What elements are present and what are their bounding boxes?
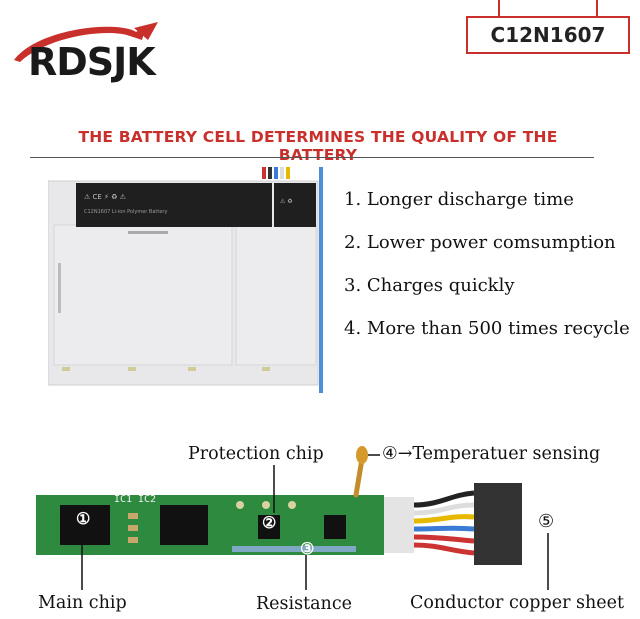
banner-heading: THE BATTERY CELL DETERMINES THE QUALITY … <box>78 128 558 164</box>
label-resistance: Resistance <box>256 594 352 614</box>
marker-main-chip: ① <box>76 509 91 528</box>
label-conductor-copper-sheet: Conductor copper sheet <box>410 593 624 613</box>
svg-text:⚠ CE ⚡ ♻ ⚠: ⚠ CE ⚡ ♻ ⚠ <box>84 193 127 201</box>
feature-list: 1. Longer discharge time 2. Lower power … <box>344 184 640 356</box>
banner-divider <box>30 157 594 158</box>
feature-item: 4. More than 500 times recycle <box>344 318 630 339</box>
label-temperature-sensing: ④→Temperatuer sensing <box>382 444 601 464</box>
svg-text:⚠ ♻: ⚠ ♻ <box>280 198 293 205</box>
marker-resistance: ③ <box>300 539 315 558</box>
pcb-diagram: ① ② ③ ⑤ IC1 IC2 Protection chip ④→Temper… <box>0 435 640 619</box>
board-label-ic1: IC1 <box>114 494 133 505</box>
feature-item: 2. Lower power comsumption <box>344 232 616 253</box>
feature-item: 3. Charges quickly <box>344 275 515 296</box>
brand-logo: RDSJK <box>8 18 183 88</box>
model-box-line-right <box>596 0 598 16</box>
feature-item: 1. Longer discharge time <box>344 189 574 210</box>
marker-protection-chip: ② <box>262 513 277 532</box>
model-box-line-left <box>498 0 500 16</box>
label-protection-chip: Protection chip <box>188 444 324 464</box>
battery-photo: ⚠ CE ⚡ ♻ ⚠ C12N1607 Li-ion Polymer Batte… <box>47 163 324 395</box>
board-label-ic2: IC2 <box>138 494 157 505</box>
logo-swoosh-icon <box>14 22 158 62</box>
model-number: C12N1607 <box>466 16 630 54</box>
svg-text:C12N1607 Li-ion Polymer Batter: C12N1607 Li-ion Polymer Battery <box>84 209 167 215</box>
logo-text: RDSJK <box>28 40 156 84</box>
label-main-chip: Main chip <box>38 593 127 613</box>
marker-conductor: ⑤ <box>538 511 555 532</box>
